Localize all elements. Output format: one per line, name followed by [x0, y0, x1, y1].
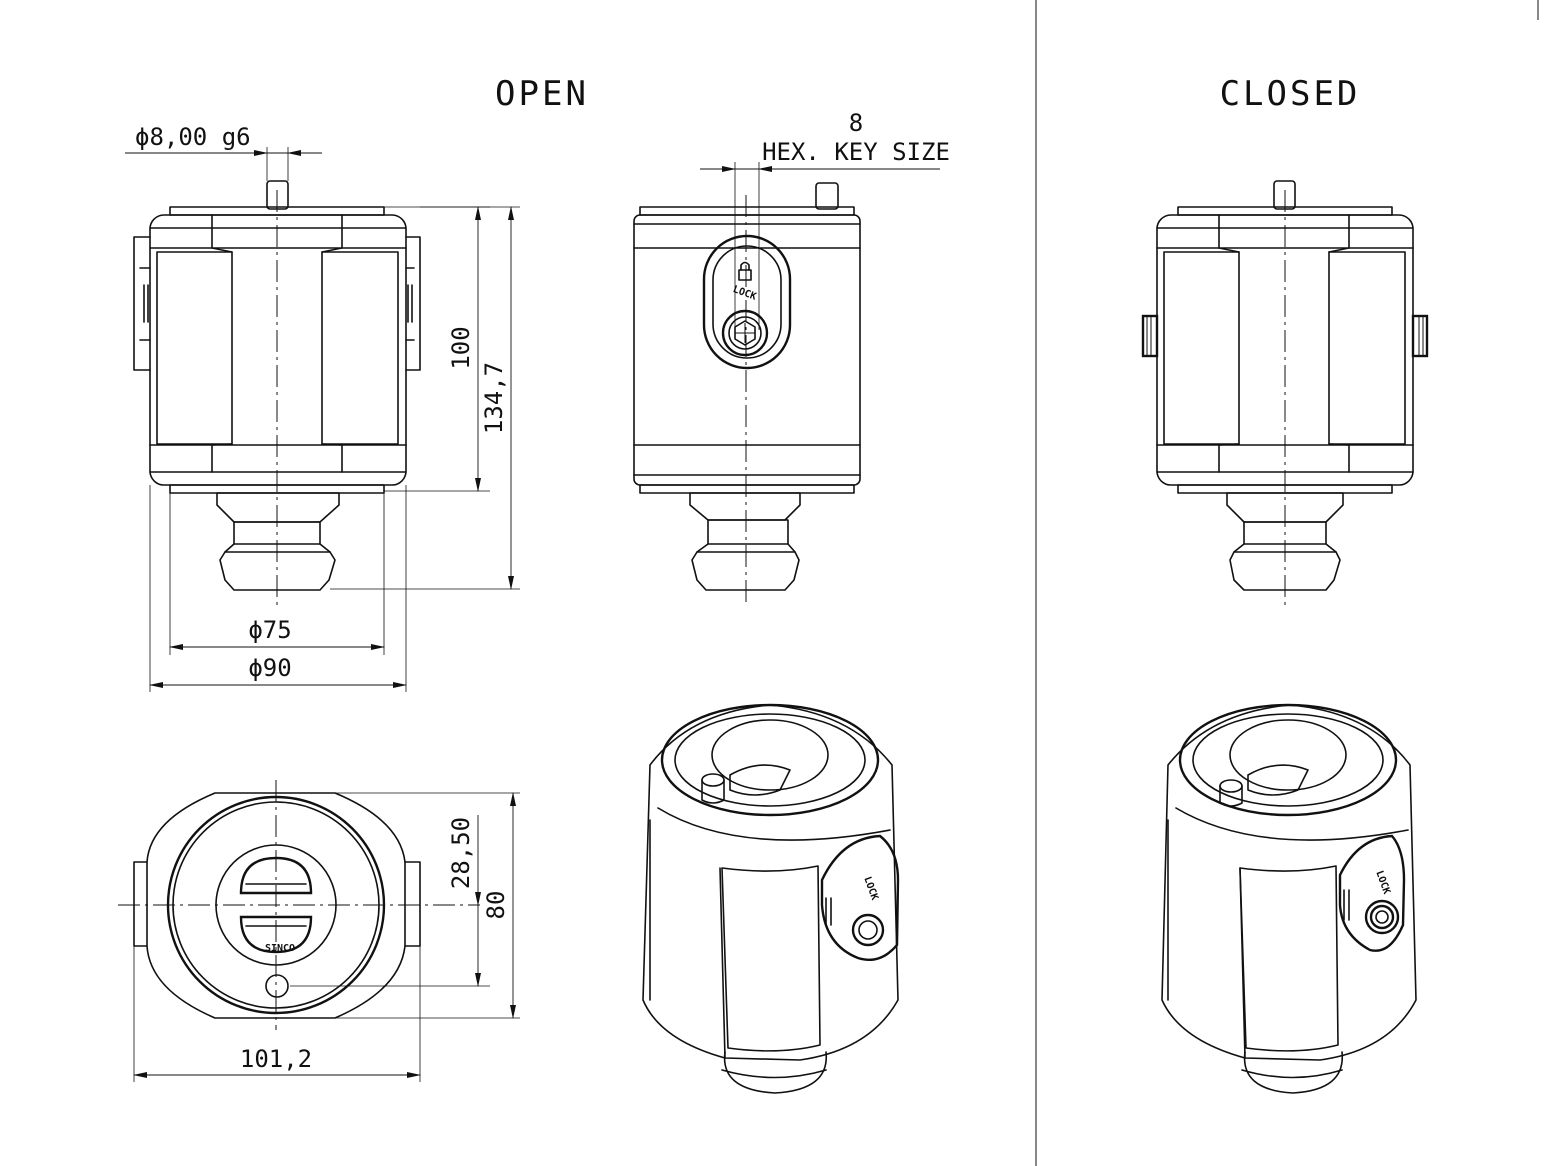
open-front-view — [133, 180, 421, 610]
brand-logo-text: SINCO — [265, 943, 295, 954]
depth-label: 80 — [482, 891, 510, 920]
padlock-icon — [738, 261, 752, 281]
closed-title: CLOSED — [1220, 74, 1361, 114]
hex-key-value: 8 — [849, 109, 863, 137]
body-height-label: 100 — [447, 326, 475, 369]
open-top-dimensions: 28,50 80 101,2 — [133, 792, 520, 1082]
closed-front-view — [1141, 180, 1429, 608]
open-top-view: SINCO — [118, 780, 480, 1030]
overall-width-label: 101,2 — [240, 1045, 312, 1073]
lock-plate — [702, 234, 792, 370]
open-title: OPEN — [495, 74, 589, 114]
open-side-view: LOCK — [633, 182, 861, 605]
open-isometric-view: LOCK — [642, 703, 900, 1094]
overall-height-label: 134,7 — [480, 362, 508, 434]
open-front-dimensions: ϕ8,00 g6 100 134,7 ϕ75 ϕ90 — [125, 123, 520, 692]
hole-offset-label: 28,50 — [447, 817, 475, 889]
iso-lock-text: LOCK — [861, 875, 880, 901]
outer-diameter-label: ϕ90 — [248, 654, 291, 682]
hex-key-dimension: 8 HEX. KEY SIZE — [700, 109, 950, 330]
shaft-diameter-label: ϕ8,00 g6 — [135, 123, 251, 151]
closed-iso-lock-text: LOCK — [1373, 869, 1392, 895]
inner-diameter-label: ϕ75 — [248, 616, 291, 644]
closed-isometric-view: LOCK — [1161, 703, 1417, 1094]
hex-key-label: HEX. KEY SIZE — [762, 138, 950, 166]
pin-hole — [265, 974, 289, 998]
